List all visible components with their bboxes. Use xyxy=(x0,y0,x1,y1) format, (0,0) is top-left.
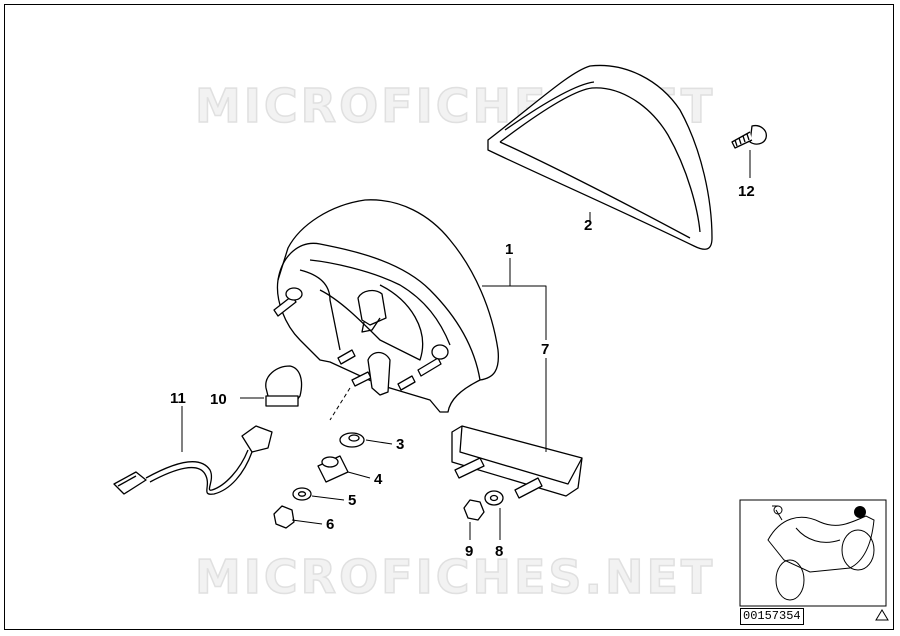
callout-5: 5 xyxy=(348,492,356,509)
bulb-part xyxy=(265,365,303,407)
callout-8: 8 xyxy=(495,543,503,560)
tail-light-housing-part xyxy=(273,199,500,413)
screw-part xyxy=(731,124,767,149)
lens-cover-part xyxy=(487,64,713,250)
watermark-bottom: MICROFICHES.NET xyxy=(195,550,715,604)
callout-10: 10 xyxy=(210,391,227,408)
callout-7: 7 xyxy=(541,341,549,358)
callout-3: 3 xyxy=(396,436,404,453)
bushing-part xyxy=(317,455,349,483)
callout-12: 12 xyxy=(738,183,755,200)
warning-triangle-icon xyxy=(875,609,889,621)
plate-light-part xyxy=(451,425,583,499)
locator-marker xyxy=(854,506,866,518)
callout-11: 11 xyxy=(170,390,186,407)
washer-left-part xyxy=(292,487,312,501)
nut-left-part xyxy=(273,505,295,529)
callout-1: 1 xyxy=(505,241,513,258)
callout-6: 6 xyxy=(326,516,334,533)
callout-2: 2 xyxy=(584,217,592,234)
grommet-part xyxy=(339,432,365,448)
nut-right-part xyxy=(463,499,485,521)
leader-lines xyxy=(181,150,751,540)
diagram-frame xyxy=(4,4,894,630)
washer-right-part xyxy=(484,490,504,506)
callout-4: 4 xyxy=(374,471,383,488)
reference-number: 00157354 xyxy=(740,608,804,625)
callout-9: 9 xyxy=(465,543,473,560)
wiring-harness-part xyxy=(113,425,273,495)
motorcycle-locator-thumbnail xyxy=(739,499,889,621)
